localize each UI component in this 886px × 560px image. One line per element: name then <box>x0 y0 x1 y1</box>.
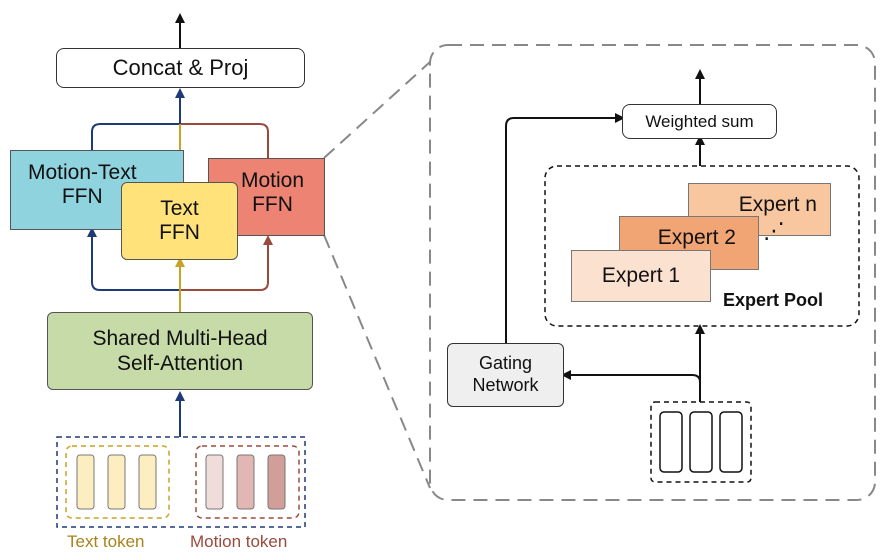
text-token-group <box>65 445 170 519</box>
ffn-to-concat-routing <box>91 88 269 182</box>
shared-attention-label: Shared Multi-Head Self-Attention <box>92 326 268 375</box>
input-token <box>659 411 683 473</box>
text-token <box>76 454 95 510</box>
motion-token-label: Motion token <box>190 532 288 551</box>
expert-pool-label: Expert Pool <box>723 290 824 310</box>
weighted-sum-box: Weighted sum <box>622 104 777 139</box>
motion-text-ffn-label: Motion-Text FFN <box>28 161 137 209</box>
text-token <box>107 454 126 510</box>
moe-detail-panel <box>429 44 876 501</box>
zoom-connector-bottom <box>323 234 431 489</box>
expert-n-label: Expert n <box>738 193 817 216</box>
concat-proj-label: Concat & Proj <box>112 55 249 80</box>
text-token-label: Text token <box>67 532 145 551</box>
expert-1-box: Expert 1 <box>571 250 711 302</box>
input-to-gating-arrow <box>561 370 701 386</box>
input-token-group <box>650 401 752 483</box>
attention-to-ffn-routing <box>87 227 273 312</box>
weighted-sum-label: Weighted sum <box>645 111 754 131</box>
gating-network-box: Gating Network <box>447 343 564 407</box>
text-ffn-box: Text FFN <box>121 182 238 260</box>
token-group-frame <box>56 436 306 528</box>
gating-to-weighted-sum-arrow <box>505 113 625 343</box>
motion-token <box>236 454 255 510</box>
expert-n-box: Expert n <box>688 183 831 236</box>
expert-ellipsis: ⋰ <box>763 218 785 243</box>
motion-token <box>267 454 286 510</box>
motion-ffn-label: Motion FFN <box>240 169 304 217</box>
text-ffn-label: Text FFN <box>159 196 200 244</box>
expert-2-label: Expert 2 <box>657 226 736 249</box>
concat-proj-box: Concat & Proj <box>56 48 305 88</box>
gating-network-label: Gating Network <box>472 353 539 395</box>
zoom-connector-top <box>323 61 431 159</box>
expert-1-label: Expert 1 <box>601 264 681 287</box>
input-token <box>719 411 743 473</box>
expert-pool-frame <box>544 165 860 327</box>
text-token <box>138 454 157 510</box>
motion-token-group <box>195 445 300 519</box>
shared-attention-box: Shared Multi-Head Self-Attention <box>47 312 313 390</box>
input-token <box>689 411 713 473</box>
motion-token <box>205 454 224 510</box>
